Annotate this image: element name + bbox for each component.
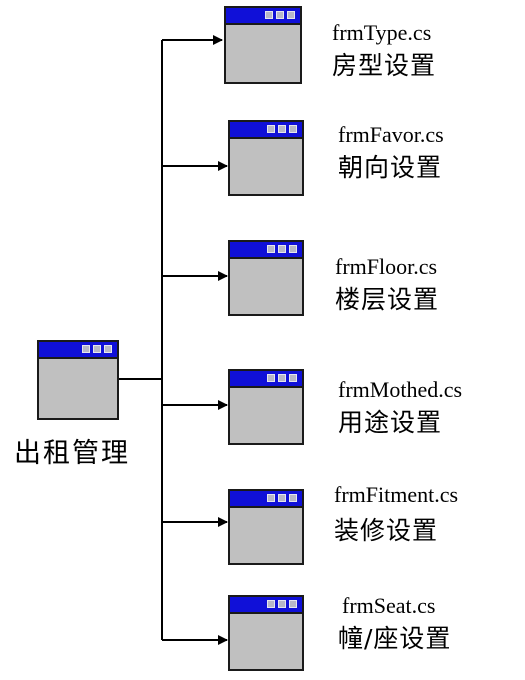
module-label-4: 用途设置: [338, 408, 443, 437]
window-icon-frmFavor: [228, 120, 304, 196]
window-icon-frmMothed: [228, 369, 304, 445]
window-icon-frmFloor: [228, 240, 304, 316]
module-label-6: 幢/座设置: [338, 624, 452, 653]
window-icon-frmType: [224, 6, 302, 84]
titlebar: [39, 342, 117, 359]
window-icon-frmSeat: [228, 595, 304, 671]
root-label: 出租管理: [14, 438, 130, 469]
file-name-4: frmMothed.cs: [338, 377, 463, 402]
module-label-1: 房型设置: [332, 51, 437, 80]
module-label-2: 朝向设置: [338, 153, 443, 182]
file-name-5: frmFitment.cs: [334, 482, 459, 507]
module-label-3: 楼层设置: [335, 285, 440, 314]
root-window-icon: [37, 340, 119, 420]
window-icon-frmFitment: [228, 489, 304, 565]
module-label-5: 装修设置: [334, 516, 439, 545]
file-name-1: frmType.cs: [332, 20, 432, 45]
file-name-3: frmFloor.cs: [335, 254, 438, 279]
file-name-6: frmSeat.cs: [342, 593, 436, 618]
file-name-2: frmFavor.cs: [338, 122, 444, 147]
